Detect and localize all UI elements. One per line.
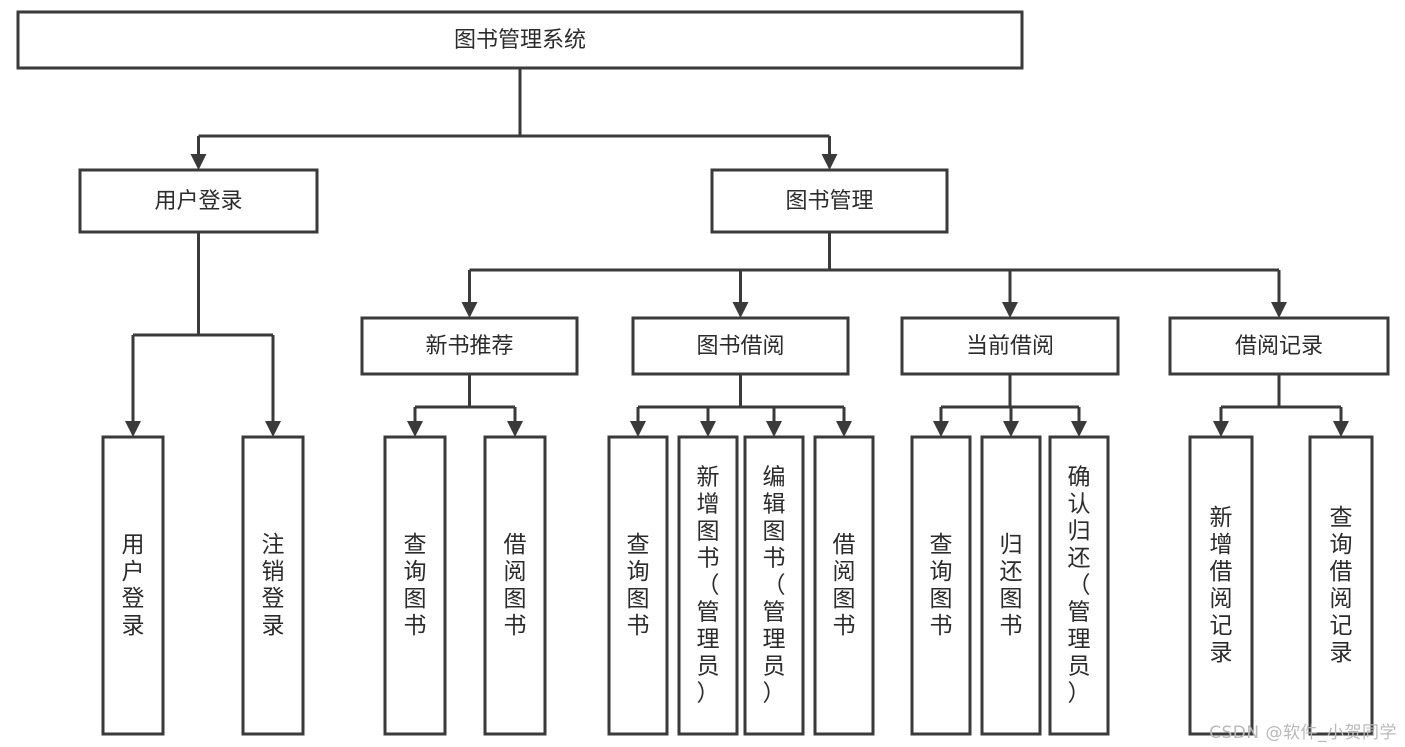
node-label-root: 图书管理系统	[454, 28, 586, 53]
arrow-head	[630, 421, 646, 437]
node-label-leaf-query-book-1: 查询图书	[404, 532, 427, 639]
arrow-head	[1213, 421, 1229, 437]
node-box	[710, 168, 949, 234]
node-box	[900, 316, 1120, 376]
node-label-leaf-logout: 注销登录	[262, 532, 285, 639]
arrow-head	[125, 421, 141, 437]
arrow-head	[700, 421, 716, 437]
node-label-book-manage: 图书管理	[785, 189, 873, 214]
connector-layer	[125, 68, 1349, 437]
node-label-book-borrow: 图书借阅	[696, 334, 784, 359]
node-label-leaf-user-login: 用户登录	[122, 532, 145, 639]
node-label-leaf-query-book-2: 查询图书	[627, 532, 650, 639]
node-label-leaf-borrow-book-1: 借阅图书	[504, 532, 527, 639]
node-label-user-login: 用户登录	[154, 189, 242, 214]
node-leaf-edit-book[interactable]: 编辑图书（管理员）	[743, 435, 805, 736]
node-leaf-confirm-return[interactable]: 确认归还（管理员）	[1048, 435, 1110, 736]
node-box	[241, 435, 305, 736]
arrow-head	[507, 421, 523, 437]
node-leaf-borrow-book-2[interactable]: 借阅图书	[813, 435, 875, 736]
node-leaf-add-book[interactable]: 新增图书（管理员）	[677, 435, 739, 736]
node-new-book-recommend[interactable]: 新书推荐	[360, 316, 579, 376]
node-box	[383, 435, 447, 736]
node-book-borrow[interactable]: 图书借阅	[631, 316, 850, 376]
node-label-leaf-add-record: 新增借阅记录	[1210, 505, 1233, 666]
node-label-leaf-confirm-return: 确认归还（管理员）	[1068, 465, 1091, 707]
arrow-head	[1071, 421, 1087, 437]
node-label-leaf-return-book: 归还图书	[1000, 532, 1023, 639]
arrow-head	[461, 302, 478, 318]
arrow-head	[407, 421, 423, 437]
node-box	[677, 435, 739, 736]
node-box	[743, 435, 805, 736]
arrow-head	[265, 421, 281, 437]
arrow-head	[1002, 302, 1018, 318]
node-box	[631, 316, 850, 376]
node-box	[101, 435, 165, 736]
node-leaf-query-book-1[interactable]: 查询图书	[383, 435, 447, 736]
node-label-leaf-edit-book: 编辑图书（管理员）	[763, 465, 786, 707]
node-leaf-query-book-3[interactable]: 查询图书	[910, 435, 972, 736]
node-box	[78, 168, 319, 234]
node-box	[1048, 435, 1110, 736]
node-box	[980, 435, 1042, 736]
node-leaf-query-record[interactable]: 查询借阅记录	[1308, 435, 1374, 736]
node-book-manage[interactable]: 图书管理	[710, 168, 949, 234]
node-leaf-user-login[interactable]: 用户登录	[101, 435, 165, 736]
arrow-head	[1333, 421, 1349, 437]
arrow-head	[190, 154, 207, 170]
arrow-head	[821, 154, 838, 170]
node-box	[1308, 435, 1374, 736]
node-leaf-logout[interactable]: 注销登录	[241, 435, 305, 736]
node-box	[1188, 435, 1254, 736]
node-root-system[interactable]: 图书管理系统	[16, 10, 1024, 70]
node-box	[1168, 316, 1390, 376]
arrow-head	[1003, 421, 1019, 437]
node-leaf-add-record[interactable]: 新增借阅记录	[1188, 435, 1254, 736]
node-leaf-borrow-book-1[interactable]: 借阅图书	[483, 435, 547, 736]
node-box	[813, 435, 875, 736]
node-label-leaf-query-book-3: 查询图书	[930, 532, 953, 639]
arrow-head	[766, 421, 782, 437]
node-label-leaf-add-book: 新增图书（管理员）	[697, 465, 720, 707]
node-leaf-return-book[interactable]: 归还图书	[980, 435, 1042, 736]
node-box	[360, 316, 579, 376]
node-user-login[interactable]: 用户登录	[78, 168, 319, 234]
node-label-current-borrow: 当前借阅	[966, 334, 1054, 359]
arrow-head	[836, 421, 852, 437]
node-box	[16, 10, 1024, 70]
node-layer: 图书管理系统用户登录图书管理新书推荐图书借阅当前借阅借阅记录用户登录注销登录查询…	[16, 10, 1390, 736]
node-label-borrow-record: 借阅记录	[1235, 334, 1323, 359]
node-box	[607, 435, 669, 736]
csdn-watermark: CSDN @软件_小贺同学	[1209, 723, 1397, 743]
arrow-head	[933, 421, 949, 437]
node-box	[910, 435, 972, 736]
node-current-borrow[interactable]: 当前借阅	[900, 316, 1120, 376]
arrow-head	[1271, 302, 1287, 318]
arrow-head	[732, 302, 749, 318]
node-box	[483, 435, 547, 736]
node-label-leaf-query-record: 查询借阅记录	[1330, 505, 1353, 666]
node-label-new-book-recommend: 新书推荐	[425, 334, 513, 359]
node-leaf-query-book-2[interactable]: 查询图书	[607, 435, 669, 736]
node-label-leaf-borrow-book-2: 借阅图书	[833, 532, 856, 639]
node-borrow-record[interactable]: 借阅记录	[1168, 316, 1390, 376]
